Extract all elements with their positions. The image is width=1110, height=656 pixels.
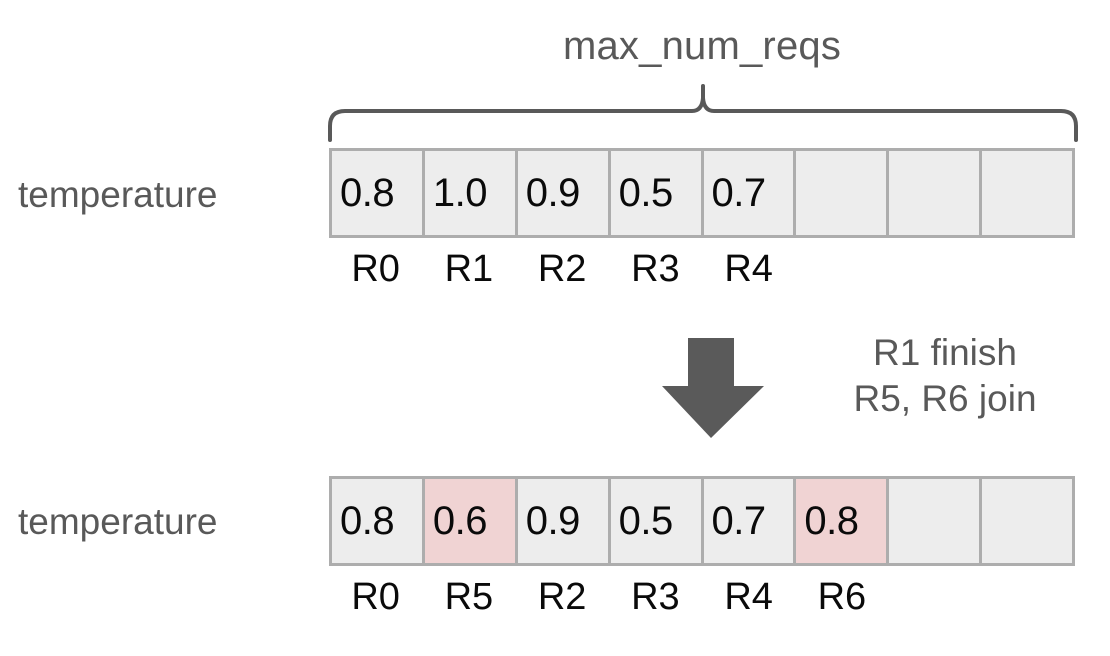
curly-brace-icon <box>328 84 1078 142</box>
slot-cell-highlighted: 0.6 <box>424 479 518 563</box>
slot-id-label: R0 <box>351 248 400 290</box>
slot-id-label: R6 <box>817 576 867 618</box>
slot-cell-empty <box>889 151 983 235</box>
slot-id-label <box>982 250 1075 290</box>
slot-id-label <box>982 578 1075 618</box>
slot-cell: 0.9 <box>517 151 611 235</box>
temperature-slots-after: 0.8 0.6 0.9 0.5 0.7 0.8 <box>329 476 1075 566</box>
slot-id-label: R0 <box>351 576 400 618</box>
slot-cell-empty <box>889 479 983 563</box>
max-num-reqs-caption: max_num_reqs <box>562 24 842 68</box>
slot-cell-highlighted: 0.8 <box>796 479 890 563</box>
slot-cell: 1.0 <box>424 151 518 235</box>
row-label-temperature-after: temperature <box>18 501 218 542</box>
slot-cell: 0.9 <box>517 479 611 563</box>
slot-id-label: R4 <box>724 248 773 290</box>
slot-ids-after: R0 R5 R2 R3 R4 R6 <box>329 576 1075 618</box>
slot-id-label: R3 <box>631 576 680 618</box>
slot-cell: 0.5 <box>610 151 704 235</box>
row-label-temperature-before: temperature <box>18 174 218 215</box>
transition-note: R1 finish R5, R6 join <box>790 330 1100 423</box>
slot-id-label <box>889 578 982 618</box>
transition-note-line-2: R5, R6 join <box>853 378 1037 420</box>
slot-id-label: R2 <box>537 576 587 618</box>
slot-cell-empty <box>982 151 1072 235</box>
slot-id-label: R2 <box>537 248 587 290</box>
temperature-slots-before: 0.8 1.0 0.9 0.5 0.7 <box>329 148 1075 238</box>
down-arrow-icon <box>662 338 764 438</box>
slot-id-label: R3 <box>631 248 680 290</box>
slot-id-label: R4 <box>724 576 773 618</box>
slot-ids-before: R0 R1 R2 R3 R4 <box>329 248 1075 290</box>
slot-id-label <box>889 250 982 290</box>
slot-cell-empty <box>982 479 1072 563</box>
slot-cell: 0.5 <box>610 479 704 563</box>
transition-note-line-1: R1 finish <box>873 332 1017 373</box>
slot-cell: 0.7 <box>703 151 797 235</box>
slot-cell: 0.7 <box>703 479 797 563</box>
slot-id-label: R5 <box>444 576 494 618</box>
slot-cell: 0.8 <box>332 479 425 563</box>
slot-id-label <box>795 250 888 290</box>
slot-cell-empty <box>796 151 890 235</box>
slot-cell: 0.8 <box>332 151 425 235</box>
slot-id-label: R1 <box>444 248 494 290</box>
